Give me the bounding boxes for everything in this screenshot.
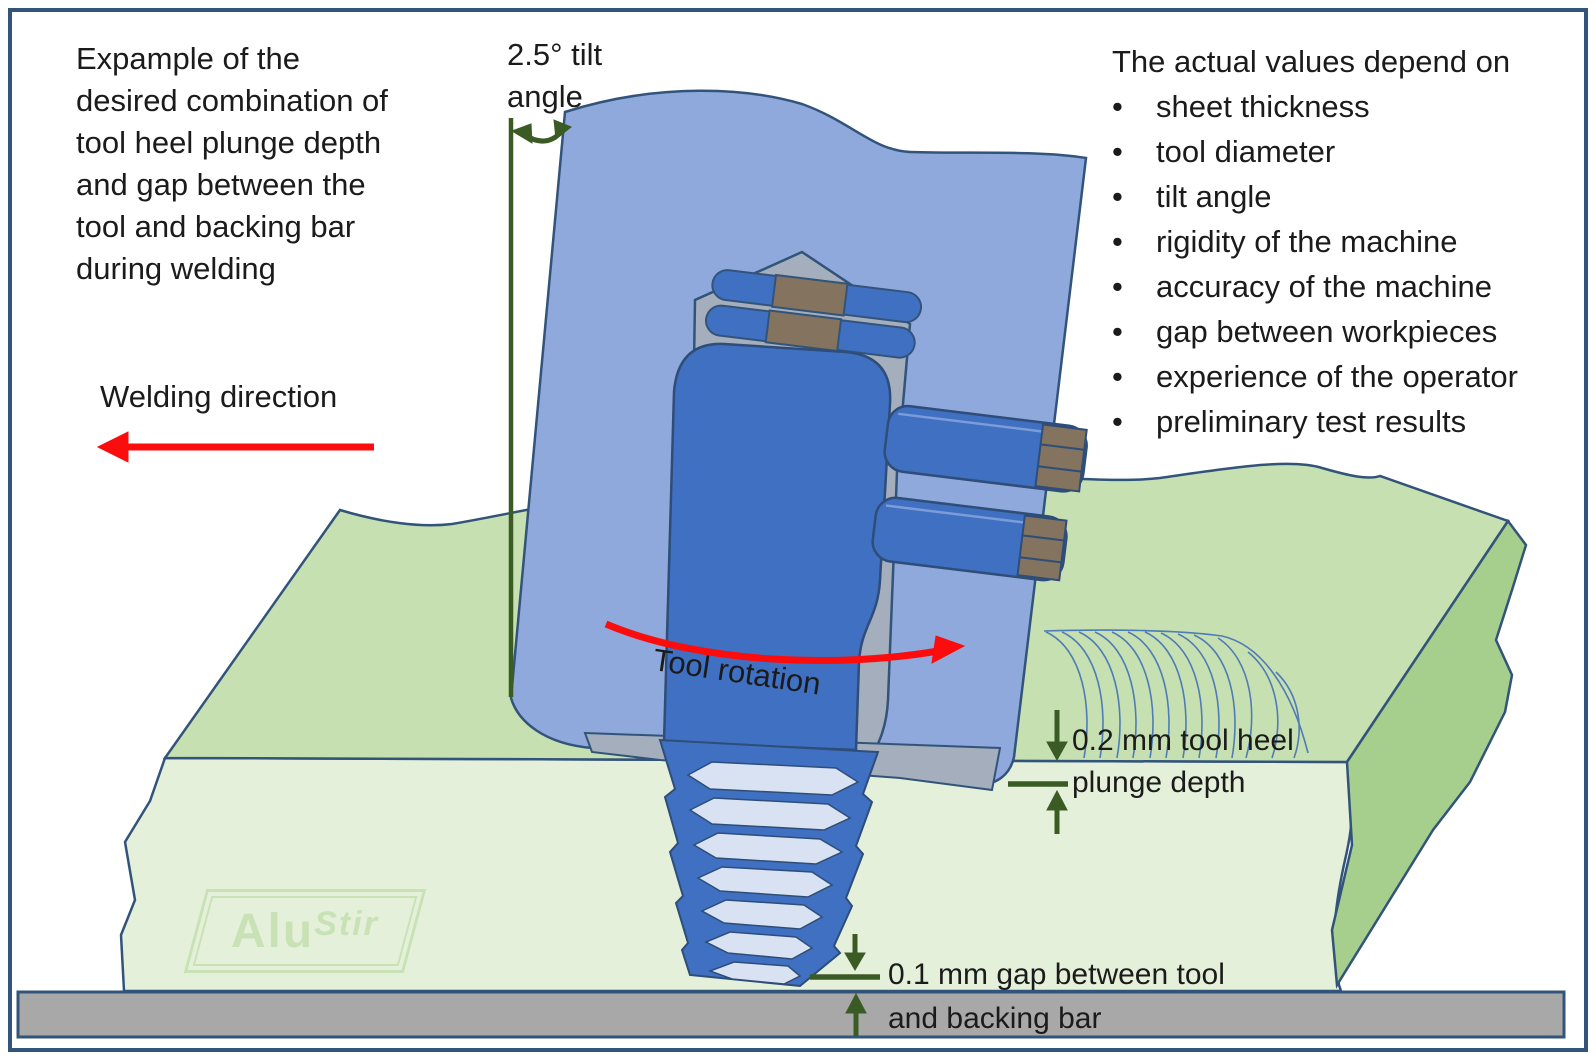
list-item-label: tilt angle: [1156, 179, 1272, 214]
bullet-icon: •: [1112, 224, 1123, 259]
bullet-icon: •: [1112, 404, 1123, 439]
description-note: Expample of the desired combination of t…: [76, 38, 388, 290]
note-line: tool and backing bar: [76, 209, 356, 244]
tool-pin-threads: [686, 761, 860, 985]
tilt-angle-value: 2.5° tilt: [507, 37, 603, 72]
workpiece-side-face: [1330, 518, 1528, 989]
note-line: Expample of the: [76, 41, 301, 76]
note-line: tool heel plunge depth: [76, 125, 382, 160]
welding-direction-arrow: [96, 431, 374, 463]
clamp-brown-block-bottom: [764, 309, 843, 353]
weld-ripples: [1043, 629, 1309, 759]
holder-clamp-bars: [705, 269, 923, 359]
list-item: • rigidity of the machine: [1112, 219, 1518, 264]
backing-bar: [16, 990, 1566, 1039]
tilt-annotation: [508, 118, 572, 697]
list-item-label: preliminary test results: [1156, 404, 1467, 439]
plunge-depth-label: 0.2 mm tool heel plunge depth: [1072, 720, 1294, 804]
clamp-arm-upper: [883, 404, 1088, 493]
tilt-angle-word: angle: [507, 79, 583, 114]
bullet-icon: •: [1112, 179, 1123, 214]
watermark-alu: Alu: [230, 904, 315, 958]
gap-annotation: [810, 934, 880, 1036]
list-item-label: experience of the operator: [1156, 359, 1518, 394]
gap-line2: and backing bar: [888, 1002, 1102, 1035]
list-item: • accuracy of the machine: [1112, 264, 1518, 309]
note-line: desired combination of: [76, 83, 388, 118]
bullet-icon: •: [1112, 89, 1123, 124]
list-item-label: sheet thickness: [1156, 89, 1370, 124]
watermark-stir: Stir: [314, 904, 379, 943]
tilt-angle-label: 2.5° tilt angle: [507, 34, 602, 118]
bullet-icon: •: [1112, 269, 1123, 304]
bullet-icon: •: [1112, 359, 1123, 394]
plunge-depth-line1: 0.2 mm tool heel: [1072, 724, 1294, 757]
bullet-icon: •: [1112, 314, 1123, 349]
clamp-brown-block-top: [770, 273, 849, 317]
dependency-list: The actual values depend on • sheet thic…: [1112, 40, 1518, 444]
dependency-list-title: The actual values depend on: [1112, 44, 1511, 79]
list-item: • preliminary test results: [1112, 399, 1518, 444]
note-line: and gap between the: [76, 167, 366, 202]
list-item-label: accuracy of the machine: [1156, 269, 1493, 304]
list-item-label: gap between workpieces: [1156, 314, 1498, 349]
tool-body: [662, 342, 892, 752]
list-item: • sheet thickness: [1112, 84, 1518, 129]
list-item: • tool diameter: [1112, 129, 1518, 174]
list-item-label: tool diameter: [1156, 134, 1336, 169]
list-item: • experience of the operator: [1112, 354, 1518, 399]
list-item: • gap between workpieces: [1112, 309, 1518, 354]
plunge-depth-annotation: [1008, 710, 1068, 834]
welding-direction-label: Welding direction: [100, 379, 338, 414]
plunge-depth-line2: plunge depth: [1072, 766, 1246, 799]
list-item: • tilt angle: [1112, 174, 1518, 219]
list-item-label: rigidity of the machine: [1156, 224, 1458, 259]
note-line: during welding: [76, 251, 276, 286]
gap-line1: 0.1 mm gap between tool: [888, 958, 1225, 991]
tool-rotation-arrow: [604, 620, 966, 664]
gap-label: 0.1 mm gap between tool and backing bar: [888, 953, 1225, 1041]
bullet-icon: •: [1112, 134, 1123, 169]
clamp-arm-lower: [871, 496, 1068, 582]
